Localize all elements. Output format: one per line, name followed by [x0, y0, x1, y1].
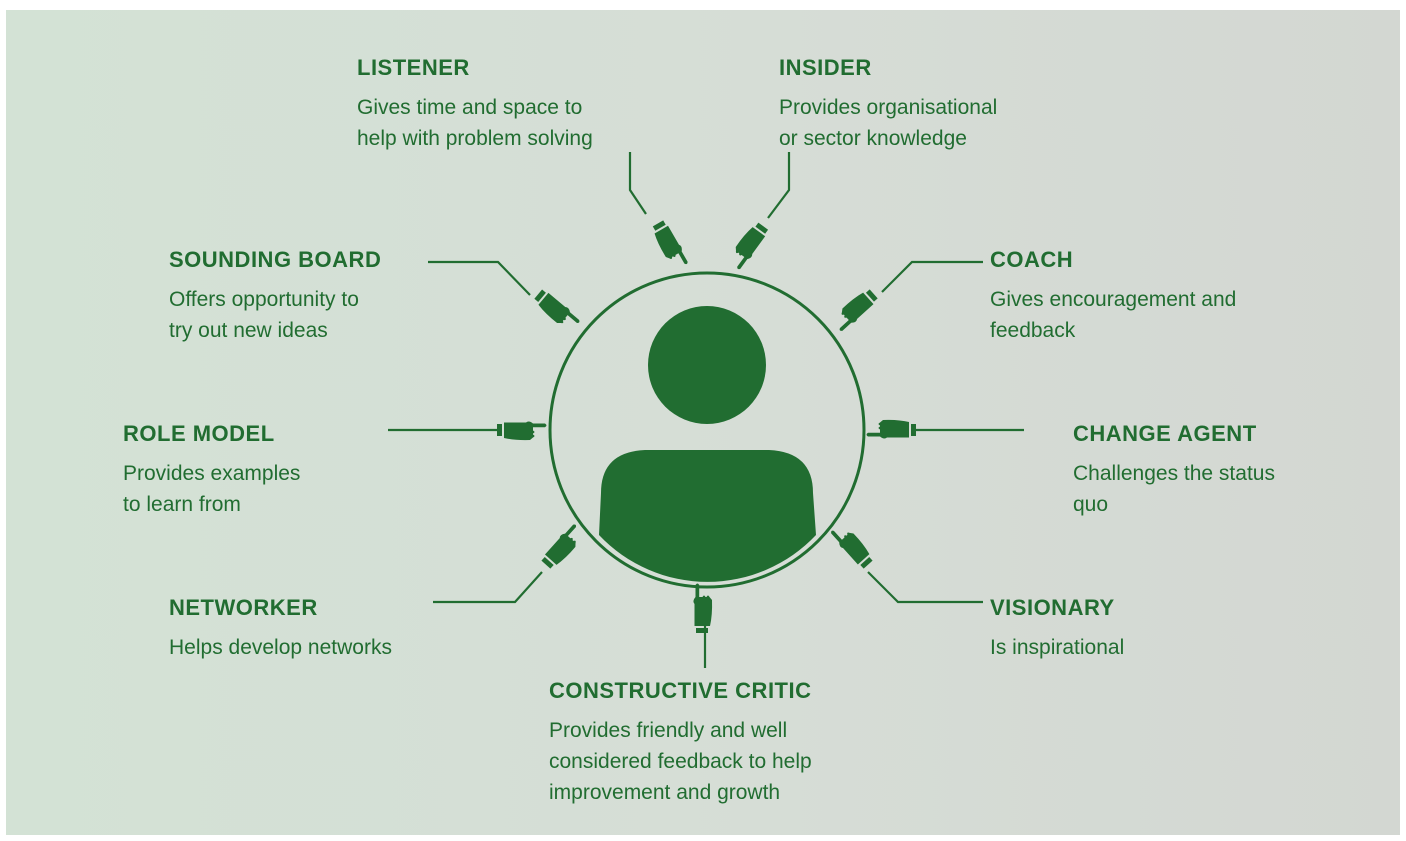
- person-icon: [548, 271, 866, 589]
- listener-connector: [628, 152, 647, 215]
- role-visionary: VISIONARY Is inspirational: [990, 595, 1124, 663]
- role-model-pointing-hand-icon: [497, 421, 547, 441]
- role-title: SOUNDING BOARD: [169, 247, 382, 272]
- networker-pointing-hand-icon: [539, 522, 587, 572]
- role-title: INSIDER: [779, 55, 872, 80]
- role-title: ROLE MODEL: [123, 421, 275, 446]
- coach-pointing-hand-icon: [830, 286, 880, 334]
- role-title: NETWORKER: [169, 595, 318, 620]
- role-constructive-critic: CONSTRUCTIVE CRITIC Provides friendly an…: [549, 678, 812, 808]
- role-title: VISIONARY: [990, 595, 1115, 620]
- insider-pointing-hand-icon: [725, 220, 771, 272]
- connector-lines: [388, 152, 1024, 668]
- insider-connector: [767, 152, 791, 219]
- listener-pointing-hand-icon: [649, 219, 691, 272]
- role-title: CHANGE AGENT: [1073, 421, 1257, 446]
- role-title: CONSTRUCTIVE CRITIC: [549, 678, 812, 703]
- networker-connector: [433, 571, 543, 604]
- role-description: Is inspirational: [990, 636, 1125, 659]
- role-title: COACH: [990, 247, 1074, 272]
- coach-connector: [881, 260, 983, 293]
- role-description: Helps develop networks: [169, 636, 392, 659]
- sounding-board-pointing-hand-icon: [531, 287, 582, 334]
- visionary-pointing-hand-icon: [828, 521, 876, 571]
- role-networker: NETWORKER Helps develop networks: [169, 595, 392, 663]
- change-agent-pointing-hand-icon: [866, 419, 916, 439]
- role-title: LISTENER: [357, 55, 470, 80]
- constructive-critic-pointing-hand-icon: [693, 583, 713, 633]
- sounding-board-connector: [428, 260, 531, 296]
- visionary-connector: [867, 571, 983, 604]
